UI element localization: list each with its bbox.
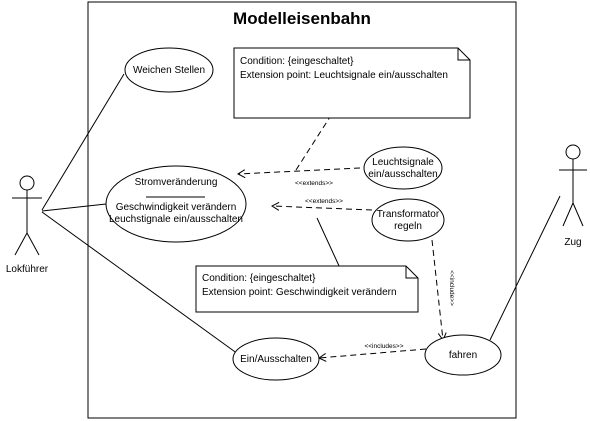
use-case-weichen-stellen[interactable]: Weichen Stellen xyxy=(124,47,214,93)
actor-zug-label: Zug xyxy=(564,237,581,248)
note-top-line1: Condition: {eingeschaltet} xyxy=(240,56,354,67)
dependency-includes-fahren-ein: <<includes>> xyxy=(317,343,427,362)
actor-lokfuehrer[interactable]: Lokführer xyxy=(6,175,49,275)
use-case-strom-extension-point-1: Geschwindigkeit verändern xyxy=(116,202,237,213)
actor-zug[interactable]: Zug xyxy=(559,144,587,248)
association-lokfuehrer-ein xyxy=(41,211,239,355)
use-case-ein-ausschalten[interactable]: Ein/Ausschalten xyxy=(232,337,320,381)
use-case-stromveraenderung[interactable]: Stromveränderung Geschwindigkeit verände… xyxy=(105,165,247,243)
use-case-strom-name: Stromveränderung xyxy=(135,177,218,188)
actor-lokfuehrer-leg-right xyxy=(26,232,40,256)
use-case-transformator[interactable]: Transformator regeln xyxy=(371,198,445,242)
use-case-fahren[interactable]: fahren xyxy=(424,334,502,376)
use-case-strom-extension-point-2: Leuchstignale ein/ausschalten xyxy=(109,214,243,225)
dependency-extends-leucht: <<extends>> xyxy=(236,167,361,187)
use-case-leuchtsignale[interactable]: Leuchtsignale ein/ausschalten xyxy=(363,146,443,190)
extends-label-1: <<extends>> xyxy=(295,180,333,187)
use-case-fahren-label: fahren xyxy=(449,350,477,361)
use-case-trafo-line2: regeln xyxy=(394,221,422,232)
extends-label-2: <<extends>> xyxy=(305,198,343,205)
include-label-1: <<include>> xyxy=(448,270,455,306)
dependency-extends-trafo: <<extends>> xyxy=(270,198,373,211)
dependency-include-trafo-fahren: <<include>> xyxy=(431,239,455,342)
association-lokfuehrer-weichen xyxy=(41,73,125,211)
note-top: Condition: {eingeschaltet} Extension poi… xyxy=(233,47,471,119)
system-title: Modelleisenbahn xyxy=(233,9,371,28)
note-top-line2: Extension point: Leuchtsignale ein/aussc… xyxy=(240,70,448,81)
note-bottom-line1: Condition: {eingeschaltet} xyxy=(202,273,316,284)
actor-lokfuehrer-head xyxy=(19,175,35,191)
note-connector-bottom xyxy=(316,217,341,269)
association-lokfuehrer-strom xyxy=(41,203,107,212)
use-case-leucht-line2: ein/ausschalten xyxy=(368,169,438,180)
actor-zug-leg-left xyxy=(562,202,574,227)
system-boundary xyxy=(87,1,517,419)
includes-label-2: <<includes>> xyxy=(364,343,403,350)
association-zug-fahren xyxy=(489,195,561,341)
note-connector-top xyxy=(295,116,331,171)
use-case-weichen-label: Weichen Stellen xyxy=(133,65,205,76)
use-case-ein-label: Ein/Ausschalten xyxy=(240,354,312,365)
actor-zug-head xyxy=(565,144,581,160)
actor-lokfuehrer-label: Lokführer xyxy=(6,264,49,275)
use-case-leucht-line1: Leuchtsignale xyxy=(372,157,434,168)
note-bottom: Condition: {eingeschaltet} Extension poi… xyxy=(195,265,419,313)
actor-lokfuehrer-leg-left xyxy=(14,232,28,256)
actor-zug-leg-right xyxy=(572,202,584,227)
use-case-trafo-line1: Transformator xyxy=(377,209,440,220)
note-bottom-line2: Extension point: Geschwindigkeit verände… xyxy=(202,287,397,298)
